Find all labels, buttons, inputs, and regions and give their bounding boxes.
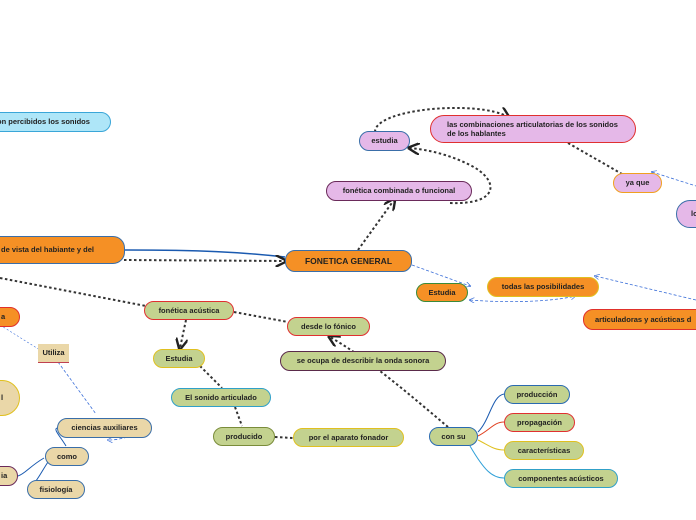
node-todas-posibilidades[interactable]: todas las posibilidades <box>487 277 599 297</box>
link-vista-general-dotted <box>123 260 285 261</box>
link-consu-componentes <box>469 445 505 479</box>
link-general-combinada <box>357 200 394 251</box>
link-combinaciones-yaque <box>567 142 623 175</box>
link-estudia-todas <box>470 296 575 302</box>
node-ya-que[interactable]: ya que <box>613 173 662 193</box>
node-right-purple[interactable]: lo e <box>676 200 696 228</box>
node-propagacion[interactable]: propagación <box>504 413 575 432</box>
node-punto-vista[interactable]: de vista del habiante y del <box>0 236 125 264</box>
link-consu-produccion <box>477 393 505 433</box>
node-ciencias-auxiliares[interactable]: ciencias auxiliares <box>57 418 152 438</box>
node-sonido-articulado[interactable]: El sonido articulado <box>171 388 271 407</box>
node-estudia-top[interactable]: estudia <box>359 131 410 151</box>
node-utiliza[interactable]: Utiliza <box>38 344 69 363</box>
link-left-acustica <box>0 277 147 307</box>
node-produccion[interactable]: producción <box>504 385 570 404</box>
node-fonetica-acustica[interactable]: fonética acústica <box>144 301 234 320</box>
link-estudia-sonido <box>199 365 223 389</box>
link-producido-aparato <box>274 436 294 439</box>
node-estudia-mid[interactable]: Estudia <box>416 283 468 302</box>
node-combinaciones[interactable]: las combinaciones articulatorias de los … <box>430 115 636 143</box>
node-fonetica-general[interactable]: FONETICA GENERAL <box>285 250 412 272</box>
node-por-aparato[interactable]: por el aparato fonador <box>293 428 404 447</box>
link-utiliza-ciencias <box>57 361 97 415</box>
node-articuladoras[interactable]: articuladoras y acústicas d <box>583 309 696 330</box>
node-left-orange-small[interactable]: a <box>0 307 20 327</box>
link-articuladoras-todas <box>595 276 696 301</box>
link-sonido-producido <box>234 406 243 427</box>
link-combinada-estudia <box>410 148 492 205</box>
link-consu-caracteristicas <box>477 439 505 451</box>
link-consu-fonico <box>330 337 449 428</box>
link-consu-propagacion <box>477 421 505 437</box>
node-componentes[interactable]: componentes acústicos <box>504 469 618 488</box>
node-se-ocupa[interactable]: se ocupa de describir la onda sonora <box>280 351 446 371</box>
node-producido[interactable]: producido <box>213 427 275 446</box>
link-acustica-fonico <box>233 311 289 323</box>
link-left-utiliza <box>0 324 41 351</box>
node-fisiologia[interactable]: fisiología <box>27 480 85 499</box>
node-desde-fonico[interactable]: desde lo fónico <box>287 317 370 336</box>
link-acustica-estudia <box>180 319 186 348</box>
node-caracteristicas[interactable]: características <box>504 441 584 460</box>
node-estudia-green[interactable]: Estudia <box>153 349 205 368</box>
node-como[interactable]: como <box>45 447 89 466</box>
link-general-estudia <box>411 264 470 286</box>
node-left-tan-bottom[interactable]: ia <box>0 466 18 486</box>
node-con-su[interactable]: con su <box>429 427 478 446</box>
node-fonetica-combinada[interactable]: fonética combinada o funcional <box>326 181 472 201</box>
link-como-leftbottom <box>17 457 45 477</box>
link-vista-general-solid <box>123 249 286 258</box>
node-son-percibidos[interactable]: on percibidos los sonidos <box>0 112 111 132</box>
link-yaque-right <box>652 172 696 187</box>
